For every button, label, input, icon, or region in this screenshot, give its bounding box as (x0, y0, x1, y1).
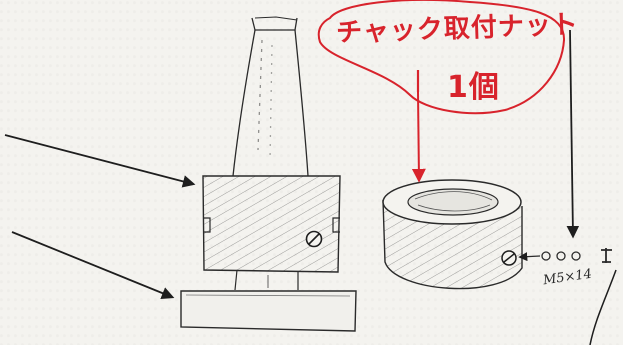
taper-shank (232, 16, 309, 177)
leader-line (589, 269, 617, 345)
annotation-label-qty: 1個 (447, 70, 500, 105)
arrow-to-chuck-body (4, 134, 196, 188)
neck (234, 269, 299, 291)
arrow-to-balls (566, 29, 580, 239)
indicator-arrows (4, 29, 617, 345)
ball-icon (541, 251, 551, 261)
arrow-to-base-plate (11, 231, 175, 300)
chuck-nut (382, 179, 523, 290)
ball-icon (556, 251, 566, 261)
small-parts (518, 248, 612, 263)
red-annotation (317, 0, 566, 183)
ball-icon (571, 251, 581, 261)
annotation-circle (317, 0, 566, 115)
annotation-arrow (411, 91, 426, 183)
base-plate (180, 290, 357, 332)
chuck-body (202, 175, 341, 273)
